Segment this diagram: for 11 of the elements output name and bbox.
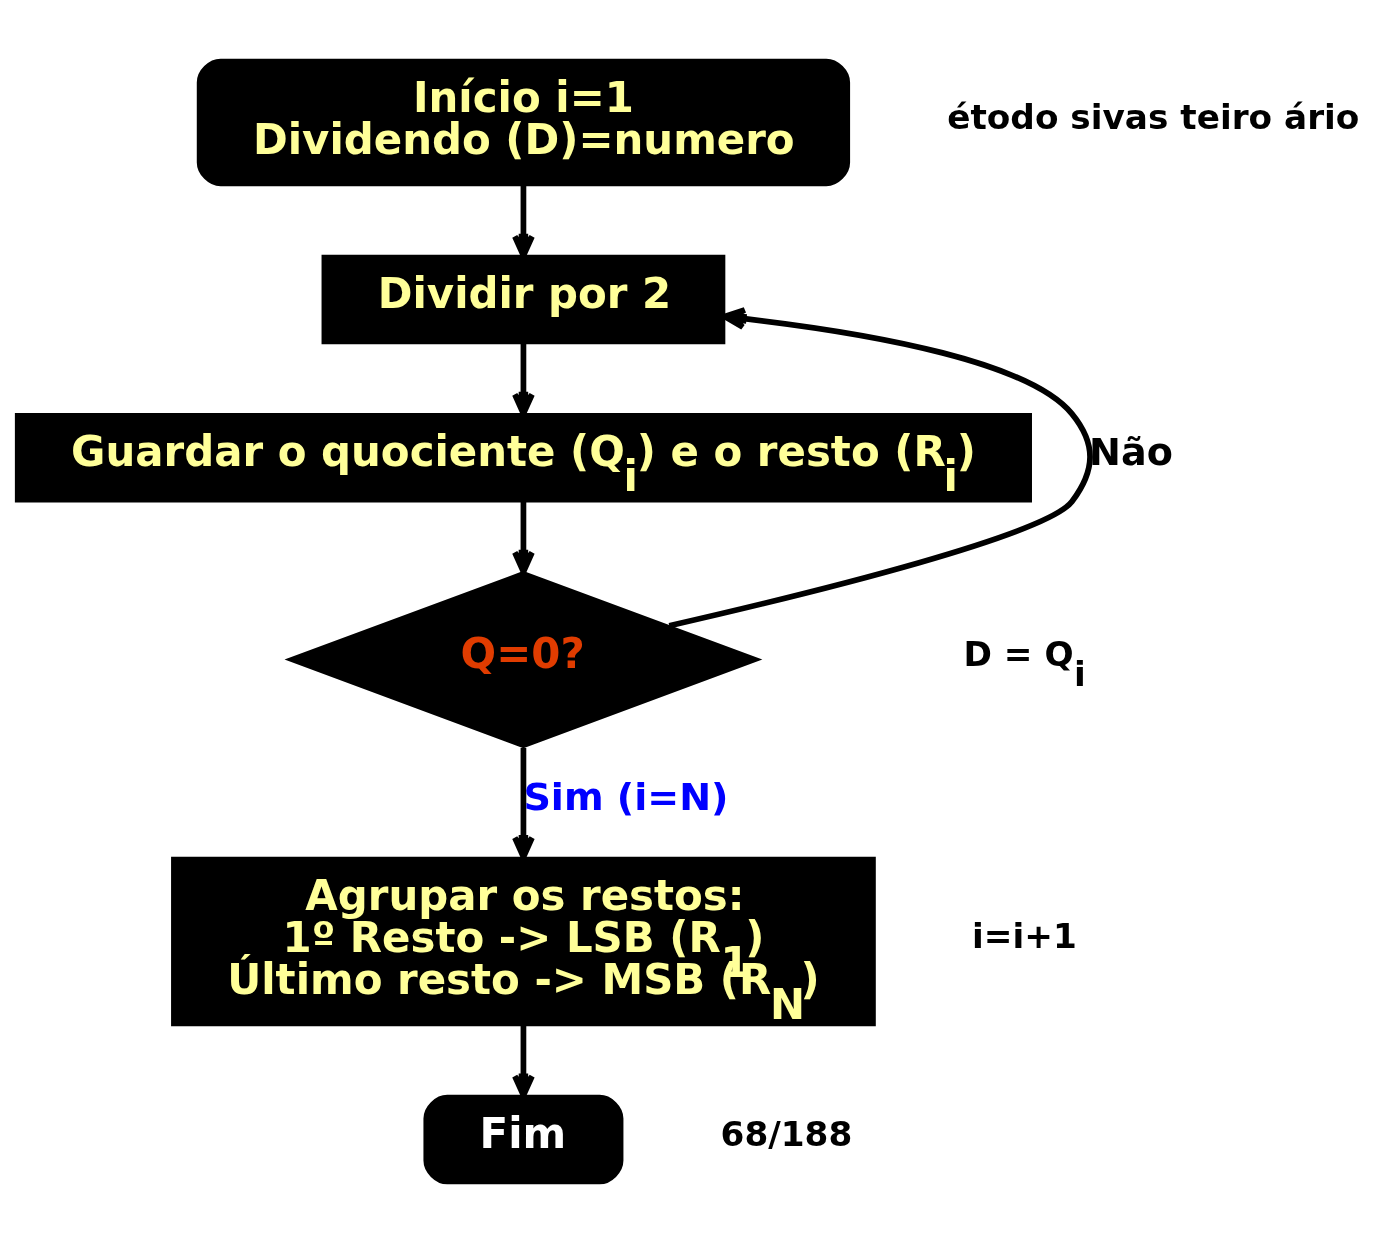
node-box: Dividir por 2 [321,254,726,344]
label: étodo sivas teiro ário [947,96,1360,137]
label: 68/188 [720,1113,853,1154]
arrow [668,306,1093,628]
arrow [512,501,535,575]
edge-label: Sim (i=N) [523,774,729,819]
node-diamond: Q=0? [284,570,763,748]
edge-label: Não [1089,429,1173,474]
node-box: Início i=1 Dividendo (D)=numero [196,58,851,186]
node-box: Fim [423,1094,624,1184]
label: i=i+1 [971,915,1077,956]
